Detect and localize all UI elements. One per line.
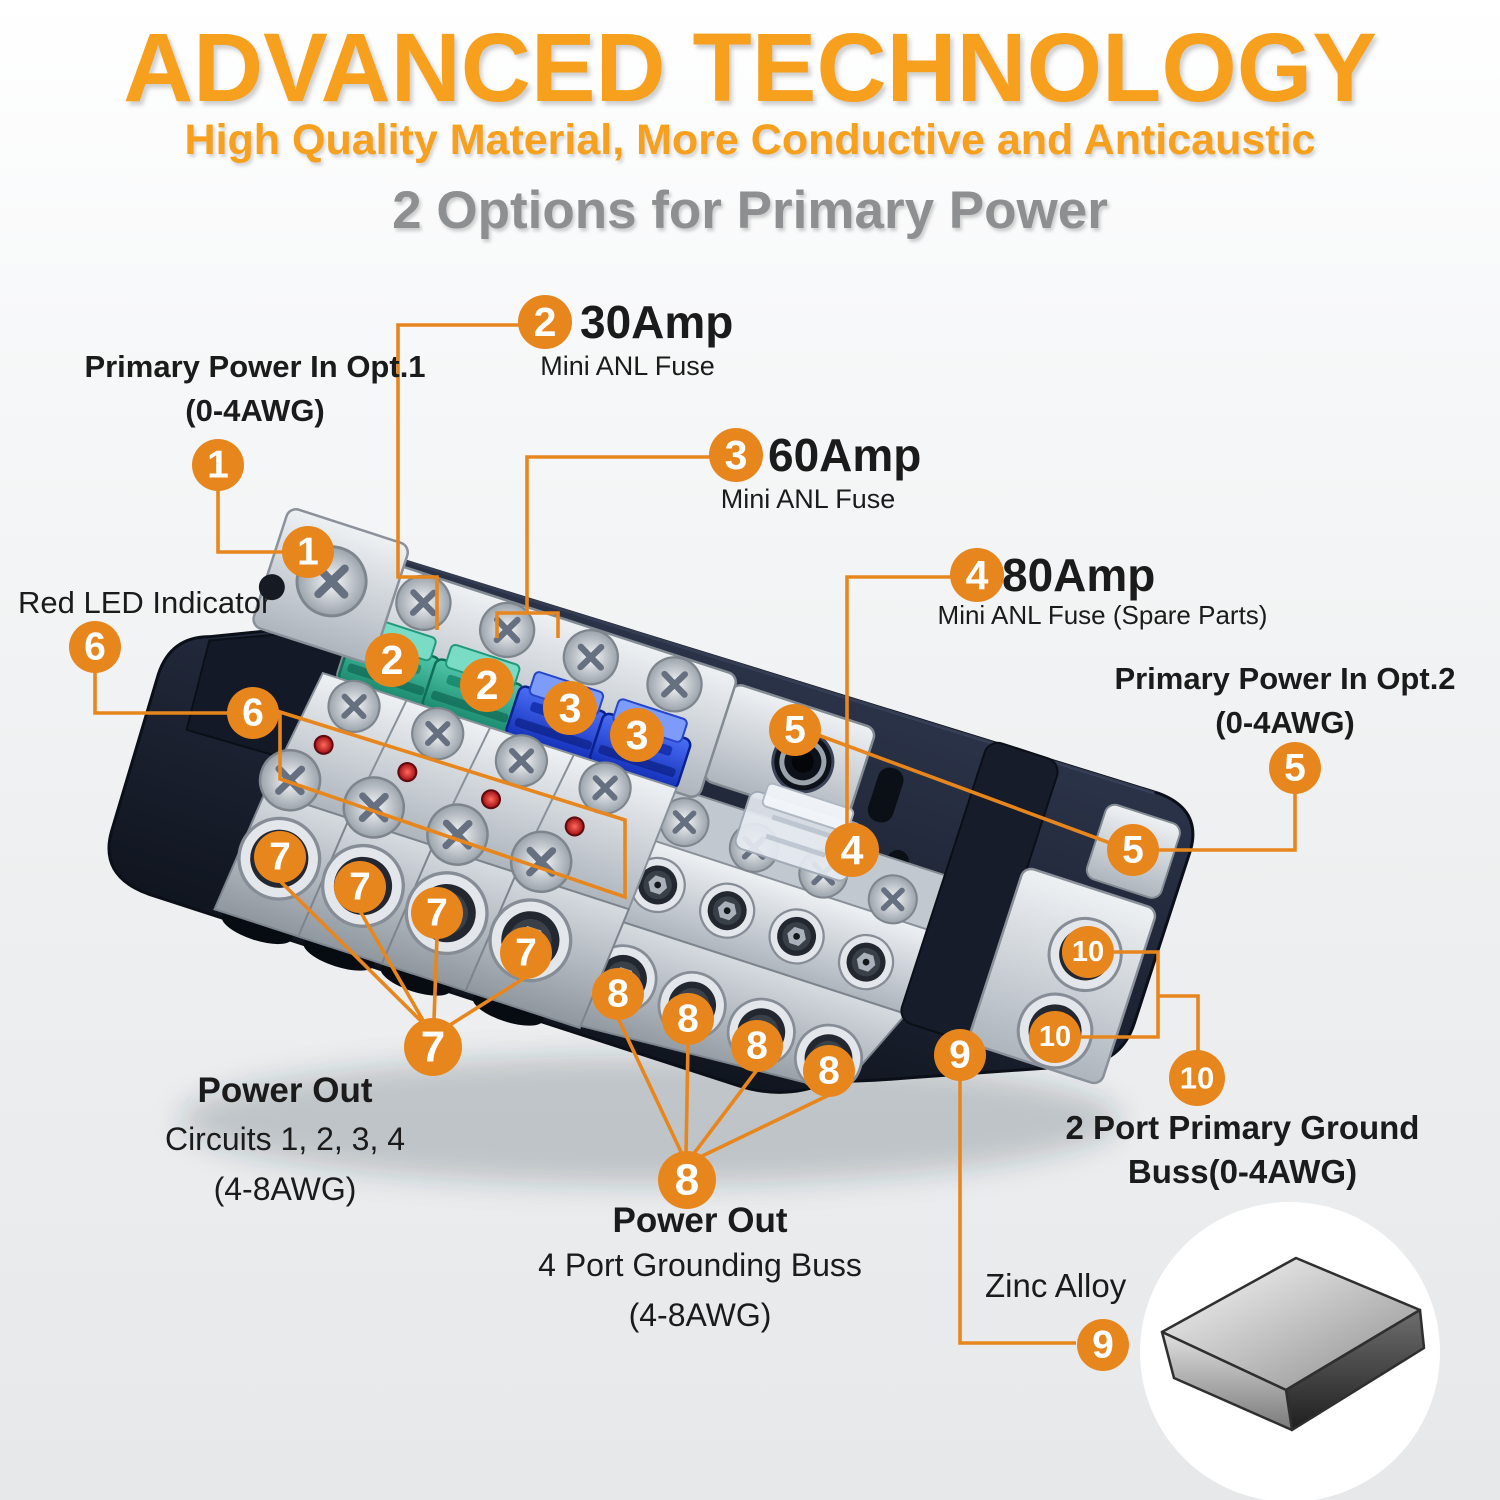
red-led	[397, 762, 418, 783]
callout-badge-number: 9	[1092, 1324, 1114, 1367]
callout-badge-number: 3	[626, 712, 649, 758]
callout-badge-number: 3	[725, 432, 748, 478]
callout-badge-9	[1077, 1319, 1129, 1371]
zinc-ingot-illustration	[1140, 1202, 1440, 1500]
callout-badge-number: 7	[515, 932, 537, 975]
led-window-outline	[278, 709, 627, 900]
callout-badge-number: 8	[675, 1156, 699, 1205]
page-subtitle: High Quality Material, More Conductive a…	[184, 116, 1316, 164]
callout-badge-number: 1	[207, 444, 229, 487]
callout-badge-3	[709, 428, 763, 482]
callout-badge-10	[1169, 1050, 1225, 1106]
callout-badge-1	[282, 526, 334, 578]
callout-badge-5	[769, 704, 821, 756]
callout-badge-8	[658, 1151, 716, 1209]
callout-badge-number: 4	[966, 552, 989, 598]
callout-badge-number: 2	[534, 299, 557, 345]
red-led	[564, 816, 585, 837]
callout-badge-number: 7	[349, 866, 371, 909]
callout-badge-6	[69, 621, 121, 673]
fuse-distribution-block	[107, 508, 1195, 1102]
callout-badge-number: 5	[1122, 829, 1144, 872]
callout-badge-4	[950, 548, 1004, 602]
callout-badge-8	[592, 968, 644, 1020]
callout-badge-2	[365, 633, 419, 687]
callout-badge-9	[934, 1029, 986, 1081]
callout-badge-7	[254, 831, 306, 883]
callout-badge-number: 10	[1039, 1021, 1071, 1053]
callout-badge-number: 7	[421, 1023, 445, 1072]
page-title: ADVANCED TECHNOLOGY	[123, 13, 1377, 122]
callout-badge-number: 3	[559, 685, 582, 731]
callout-badge-number: 5	[1284, 747, 1306, 790]
callout-badge-7	[404, 1018, 462, 1076]
callout-badge-number: 6	[242, 692, 264, 735]
callout-badge-number: 8	[746, 1025, 768, 1068]
leader-lines	[93, 323, 1297, 1345]
callout-badge-number: 8	[607, 973, 629, 1016]
zinc-ingot	[1160, 1256, 1426, 1432]
ground-block	[968, 867, 1157, 1085]
callout-badge-5	[1107, 824, 1159, 876]
callout-badge-3	[610, 708, 664, 762]
callout-badge-8	[731, 1020, 783, 1072]
callout-badge-number: 4	[841, 827, 864, 873]
callout-badge-4	[825, 823, 879, 877]
callout-badge-number: 2	[476, 662, 499, 708]
callout-badge-5	[1269, 742, 1321, 794]
callout-badge-2	[460, 658, 514, 712]
callout-badge-number: 8	[677, 998, 699, 1041]
callout-badge-number: 7	[426, 892, 448, 935]
callout-badge-7	[334, 861, 386, 913]
callout-badge-10	[1029, 1011, 1081, 1063]
callout-badge-number: 1	[297, 531, 319, 574]
callout-badge-1	[192, 439, 244, 491]
callout-badge-3	[543, 681, 597, 735]
callout-badge-number: 7	[269, 836, 291, 879]
callout-badge-number: 10	[1072, 936, 1104, 968]
callout-badge-7	[500, 927, 552, 979]
callout-badge-6	[227, 687, 279, 739]
page-tagline: 2 Options for Primary Power	[392, 181, 1108, 240]
callout-badge-number: 8	[818, 1050, 840, 1093]
callout-badge-number: 6	[84, 626, 106, 669]
callout-badge-8	[662, 993, 714, 1045]
callout-badge-number: 5	[784, 709, 806, 752]
callout-badge-7	[411, 887, 463, 939]
callout-badge-10	[1062, 926, 1114, 978]
callout-badge-8	[803, 1045, 855, 1097]
distribution-block	[547, 779, 952, 1102]
callout-badge-2	[518, 295, 572, 349]
callout-badge-number: 10	[1180, 1061, 1214, 1096]
device-shadow	[180, 1056, 1120, 1184]
callout-badge-number: 2	[381, 637, 404, 683]
red-led	[481, 789, 502, 810]
red-led	[313, 734, 334, 755]
callout-badge-number: 9	[949, 1034, 971, 1077]
